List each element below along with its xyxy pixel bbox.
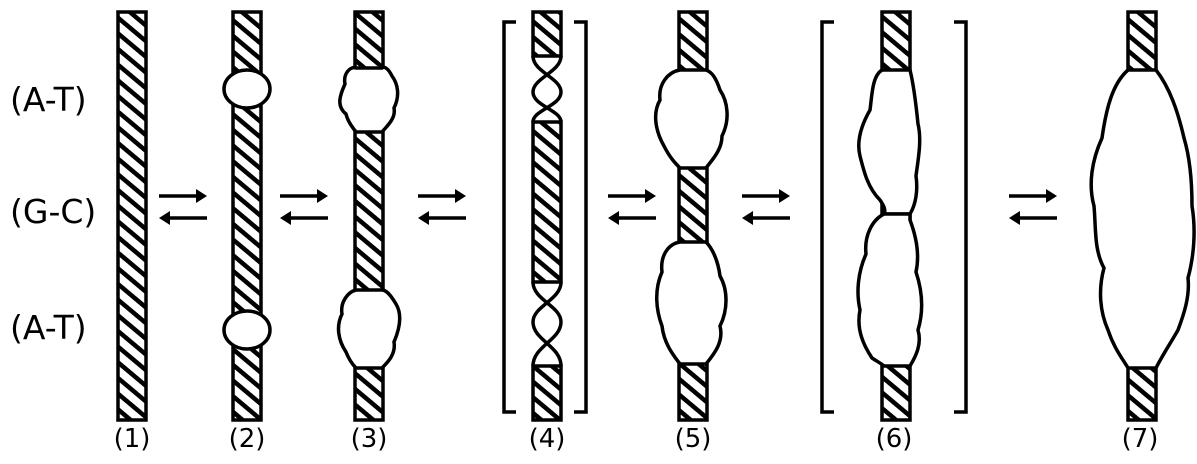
helix-step-7	[1089, 10, 1196, 422]
helix-step-3	[336, 10, 402, 422]
small-bubble-bottom	[222, 309, 272, 351]
step-label-4: (4)	[528, 424, 566, 454]
equilibrium-arrows-icon	[742, 189, 790, 225]
equilibrium-arrows-icon	[159, 189, 207, 225]
equilibrium-arrows-icon	[418, 189, 466, 225]
helix-step-6	[820, 10, 968, 422]
bubble-bottom	[856, 212, 924, 368]
step-label-1: (1)	[113, 424, 151, 454]
bubble-top	[857, 68, 922, 216]
bracket-right	[574, 20, 588, 414]
step-label-5: (5)	[674, 424, 712, 454]
equilibrium-arrows-icon	[1009, 189, 1057, 225]
helix-step-1	[116, 10, 148, 422]
bubble-top	[338, 65, 400, 134]
bracket-left	[502, 20, 516, 414]
row-label-middle: (G-C)	[10, 192, 97, 231]
bracket-right	[954, 20, 968, 414]
bubble-top	[653, 68, 729, 170]
bracket-left	[820, 20, 834, 414]
equilibrium-arrows-icon	[280, 189, 328, 225]
equilibrium-arrows-icon	[608, 189, 656, 225]
step-label-2: (2)	[228, 424, 266, 454]
small-bubble-top	[222, 68, 272, 110]
helix-step-4	[502, 10, 588, 422]
row-label-bottom: (A-T)	[10, 308, 87, 347]
bubble-bottom	[336, 288, 402, 370]
step-label-3: (3)	[350, 424, 388, 454]
helix-step-5	[653, 10, 729, 422]
fully-melted-bubble	[1089, 68, 1196, 370]
helix-step-2	[222, 10, 272, 422]
step-label-6: (6)	[875, 424, 913, 454]
bubble-bottom	[655, 240, 728, 366]
row-label-top: (A-T)	[10, 80, 87, 119]
step-label-7: (7)	[1121, 424, 1159, 454]
